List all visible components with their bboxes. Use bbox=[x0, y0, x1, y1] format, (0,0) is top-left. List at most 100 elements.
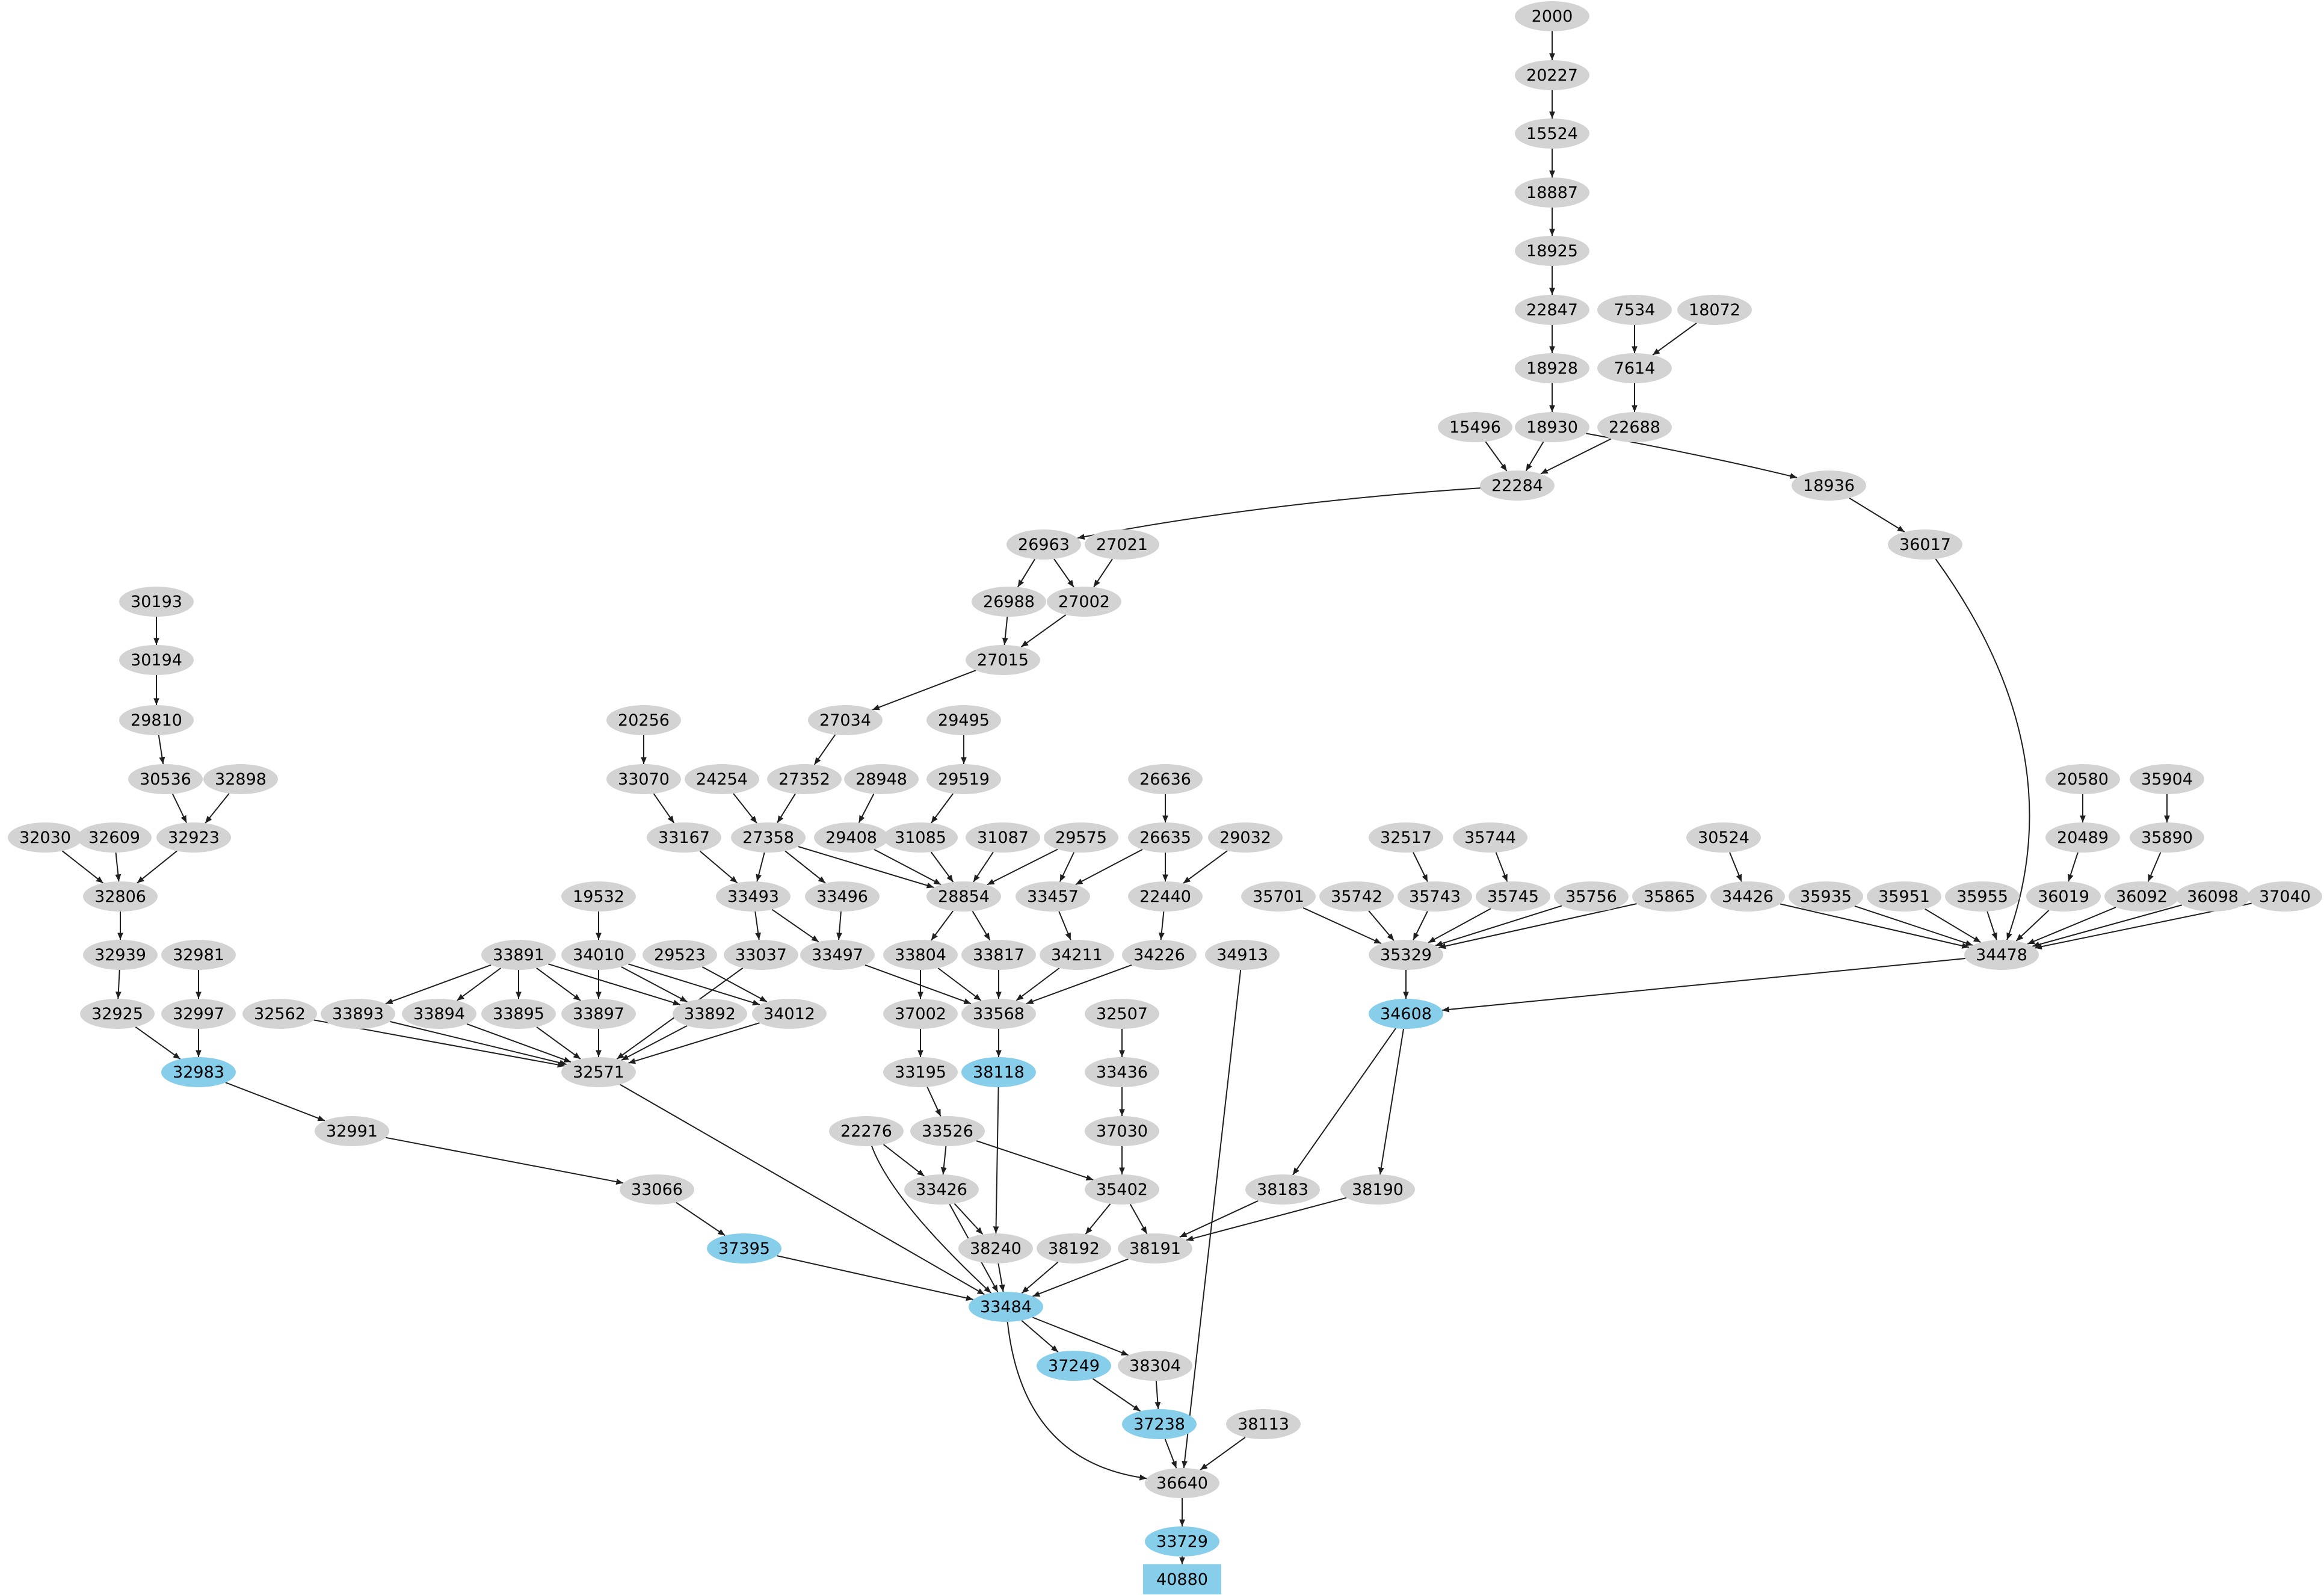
graph-node-33496: 33496 bbox=[805, 881, 880, 912]
graph-edge-38240-33484 bbox=[997, 1263, 1005, 1292]
graph-node-28854: 28854 bbox=[926, 881, 1001, 912]
node-ellipse bbox=[883, 1057, 958, 1087]
node-ellipse bbox=[2130, 764, 2204, 794]
graph-node-27352: 27352 bbox=[767, 764, 842, 794]
graph-node-label: 32562 bbox=[254, 1005, 306, 1023]
graph-edge-33484-37249 bbox=[1021, 1319, 1059, 1353]
graph-edge-35402-38191 bbox=[1129, 1203, 1148, 1235]
graph-node-label: 32923 bbox=[168, 828, 220, 847]
node-ellipse bbox=[958, 1233, 1033, 1263]
graph-node-32562: 32562 bbox=[242, 999, 317, 1029]
graph-node-33526: 33526 bbox=[910, 1116, 985, 1146]
graph-node-30193: 30193 bbox=[119, 587, 194, 617]
graph-node-label: 38191 bbox=[1129, 1239, 1181, 1258]
graph-node-35744: 35744 bbox=[1453, 822, 1527, 853]
node-ellipse bbox=[814, 822, 889, 853]
graph-node-24254: 24254 bbox=[685, 764, 759, 794]
graph-node-32898: 32898 bbox=[203, 764, 278, 794]
graph-node-33894: 33894 bbox=[402, 999, 476, 1029]
graph-node-34226: 34226 bbox=[1122, 940, 1197, 970]
graph-node-33037: 33037 bbox=[724, 940, 798, 970]
graph-node-label: 19532 bbox=[573, 887, 624, 906]
graph-node-label: 28948 bbox=[855, 770, 907, 789]
graph-node-label: 38118 bbox=[973, 1063, 1025, 1082]
node-ellipse bbox=[402, 999, 476, 1029]
graph-node-35743: 35743 bbox=[1398, 881, 1472, 912]
graph-node-29408: 29408 bbox=[814, 822, 889, 853]
node-ellipse bbox=[1632, 881, 1707, 912]
node-box bbox=[1143, 1564, 1221, 1594]
node-ellipse bbox=[1128, 881, 1203, 912]
node-ellipse bbox=[926, 705, 1001, 735]
graph-node-label: 32507 bbox=[1096, 1005, 1148, 1023]
node-ellipse bbox=[1245, 1174, 1320, 1205]
node-ellipse bbox=[1226, 1409, 1301, 1439]
graph-node-26636: 26636 bbox=[1128, 764, 1203, 794]
graph-node-label: 26636 bbox=[1139, 770, 1191, 789]
node-ellipse bbox=[561, 940, 636, 970]
node-ellipse bbox=[883, 940, 958, 970]
graph-node-label: 7614 bbox=[1614, 359, 1656, 378]
graph-node-label: 29523 bbox=[654, 946, 706, 964]
graph-node-label: 33568 bbox=[973, 1005, 1025, 1023]
node-ellipse bbox=[752, 999, 827, 1029]
graph-node-35935: 35935 bbox=[1789, 881, 1863, 912]
node-ellipse bbox=[910, 1116, 985, 1146]
graph-edge-35756-35329 bbox=[1435, 905, 1562, 946]
graph-node-33568: 33568 bbox=[961, 999, 1036, 1029]
node-ellipse bbox=[724, 940, 798, 970]
graph-node-label: 26963 bbox=[1018, 535, 1070, 554]
graph-edge-37395-33484 bbox=[777, 1255, 973, 1301]
graph-node-label: 33729 bbox=[1156, 1532, 1208, 1551]
node-ellipse bbox=[1515, 60, 1589, 90]
graph-edge-38191-33484 bbox=[1032, 1258, 1129, 1297]
graph-node-label: 35744 bbox=[1464, 828, 1516, 847]
graph-node-32925: 32925 bbox=[80, 999, 155, 1029]
graph-node-18887: 18887 bbox=[1515, 177, 1589, 208]
graph-node-label: 32981 bbox=[173, 946, 224, 964]
graph-node-label: 34913 bbox=[1216, 946, 1268, 964]
graph-edge-32030-32806 bbox=[61, 850, 104, 884]
node-ellipse bbox=[1945, 881, 2020, 912]
graph-edge-28854-33817 bbox=[972, 910, 991, 941]
graph-node-20256: 20256 bbox=[606, 705, 681, 735]
graph-edge-35744-35745 bbox=[1495, 852, 1508, 882]
node-ellipse bbox=[561, 999, 636, 1029]
graph-node-label: 33167 bbox=[658, 828, 710, 847]
graph-node-37238: 37238 bbox=[1122, 1409, 1197, 1439]
graph-node-label: 33484 bbox=[980, 1298, 1032, 1316]
node-ellipse bbox=[883, 822, 958, 853]
graph-node-label: 36017 bbox=[1899, 535, 1951, 554]
node-ellipse bbox=[1037, 1233, 1111, 1263]
graph-node-label: 34478 bbox=[1976, 946, 2027, 964]
graph-node-label: 37002 bbox=[895, 1005, 946, 1023]
node-ellipse bbox=[242, 999, 317, 1029]
node-ellipse bbox=[1515, 119, 1589, 149]
node-ellipse bbox=[643, 940, 717, 970]
graph-edge-35955-34478 bbox=[1986, 911, 1997, 940]
graph-node-label: 18936 bbox=[1803, 477, 1855, 495]
graph-node-label: 40880 bbox=[1156, 1570, 1208, 1589]
graph-node-37249: 37249 bbox=[1037, 1351, 1111, 1381]
graph-node-label: 34226 bbox=[1133, 946, 1185, 964]
graph-node-35745: 35745 bbox=[1476, 881, 1550, 912]
node-ellipse bbox=[731, 822, 806, 853]
graph-edge-33070-33167 bbox=[653, 793, 675, 824]
node-ellipse bbox=[961, 1057, 1036, 1087]
node-ellipse bbox=[1867, 881, 1941, 912]
graph-node-label: 29575 bbox=[1055, 828, 1107, 847]
graph-edge-29519-31085 bbox=[930, 793, 954, 824]
node-ellipse bbox=[1128, 764, 1203, 794]
graph-node-label: 34211 bbox=[1051, 946, 1103, 964]
graph-edge-29810-30536 bbox=[158, 735, 165, 765]
graph-edge-34226-33568 bbox=[1026, 964, 1132, 1005]
graph-edge-32517-35743 bbox=[1413, 852, 1428, 882]
graph-node-label: 30194 bbox=[131, 651, 182, 670]
node-ellipse bbox=[321, 999, 395, 1029]
node-ellipse bbox=[481, 999, 556, 1029]
graph-node-label: 33195 bbox=[895, 1063, 946, 1082]
graph-node-33729: 33729 bbox=[1145, 1526, 1219, 1556]
graph-node-label: 20227 bbox=[1526, 66, 1578, 85]
graph-node-36098: 36098 bbox=[2175, 881, 2250, 912]
graph-node-32997: 32997 bbox=[161, 999, 236, 1029]
